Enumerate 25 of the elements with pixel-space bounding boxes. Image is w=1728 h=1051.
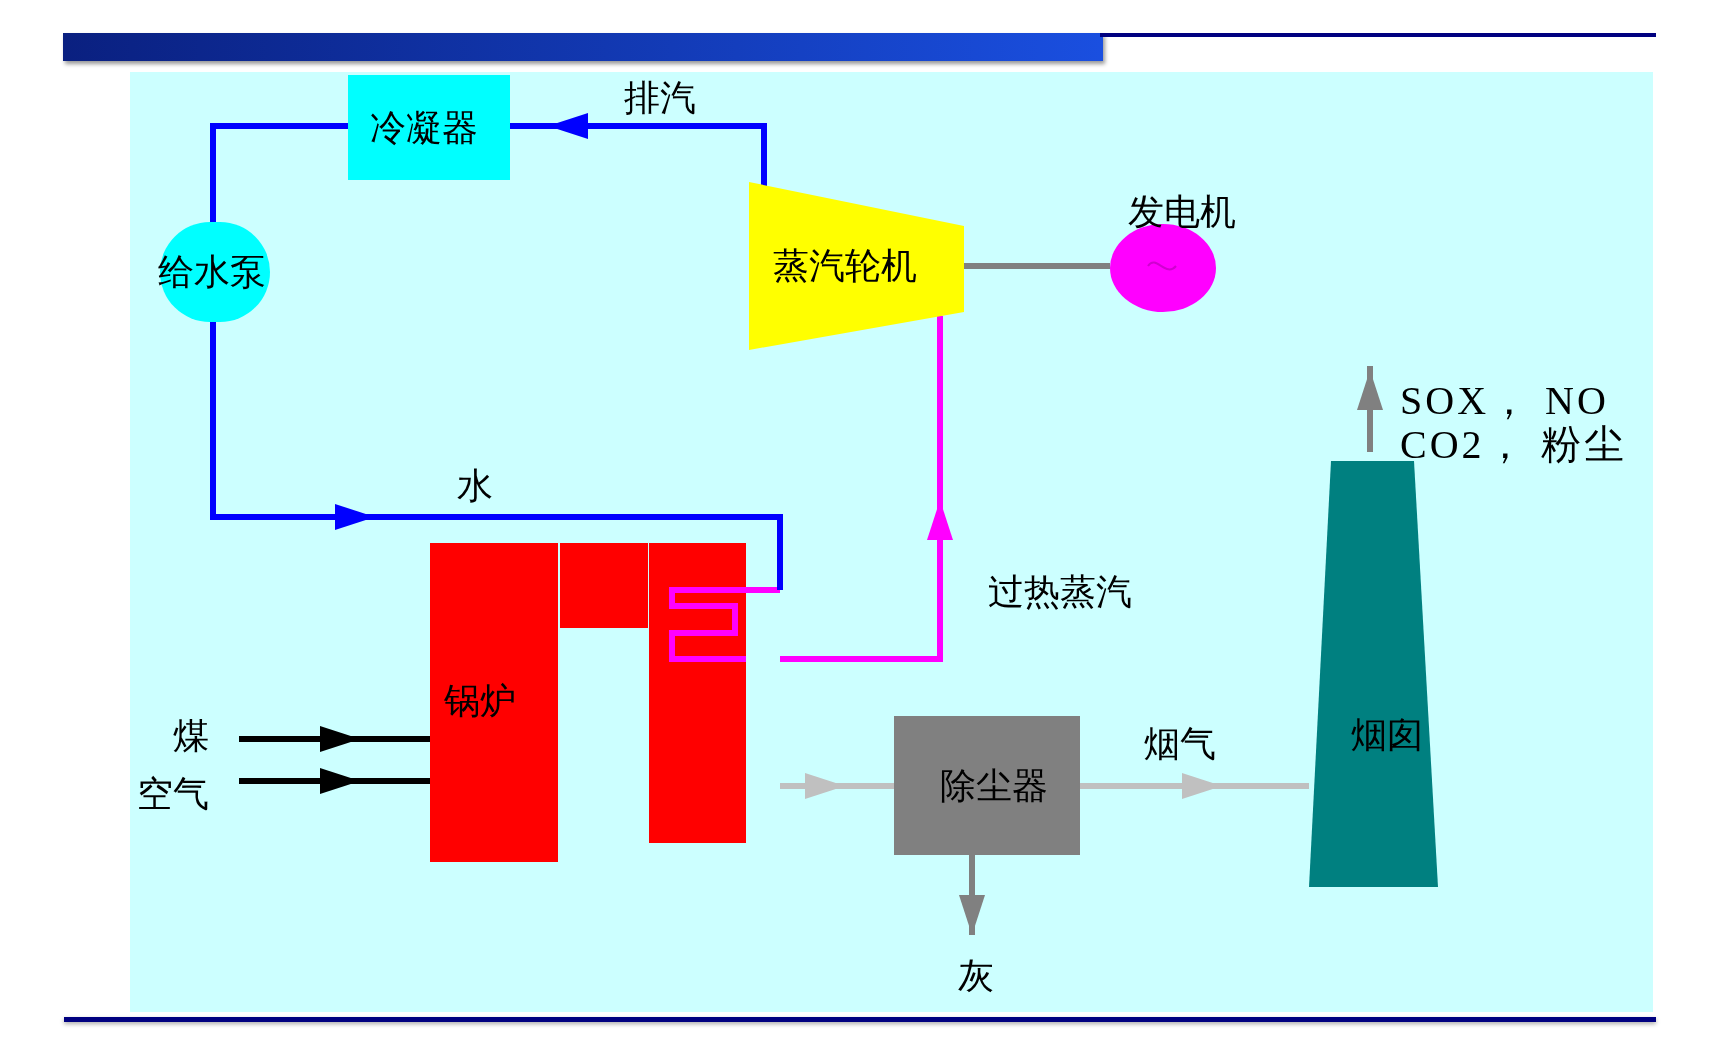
generator-label: 发电机	[1128, 192, 1236, 232]
arrow	[959, 855, 985, 935]
dust-collector-label: 除尘器	[940, 767, 1048, 804]
chimney-label: 烟囱	[1351, 715, 1423, 755]
turbine-label: 蒸汽轮机	[773, 246, 917, 286]
edge-label: 排汽	[624, 77, 696, 118]
arrow	[780, 316, 953, 662]
boiler-label: 锅炉	[444, 681, 516, 721]
arrow	[239, 768, 430, 794]
condenser-label: 冷凝器	[370, 109, 478, 146]
arrow	[210, 322, 783, 590]
arrow	[510, 113, 767, 186]
arrow	[1080, 773, 1309, 799]
emission-label: SOX， NO	[1400, 378, 1609, 423]
edge-label: 烟气	[1144, 723, 1216, 764]
edge-label: 过热蒸汽	[988, 571, 1132, 612]
ash-label: 灰	[958, 956, 994, 996]
arrow	[1357, 366, 1383, 452]
air-label: 空气	[137, 774, 209, 814]
condenser-box	[348, 75, 510, 180]
dust-collector-box	[894, 716, 1080, 855]
emission-label: CO2， 粉尘	[1400, 422, 1627, 467]
coal-label: 煤	[173, 716, 209, 756]
arrow	[239, 726, 430, 752]
edge-label: 水	[457, 465, 493, 506]
